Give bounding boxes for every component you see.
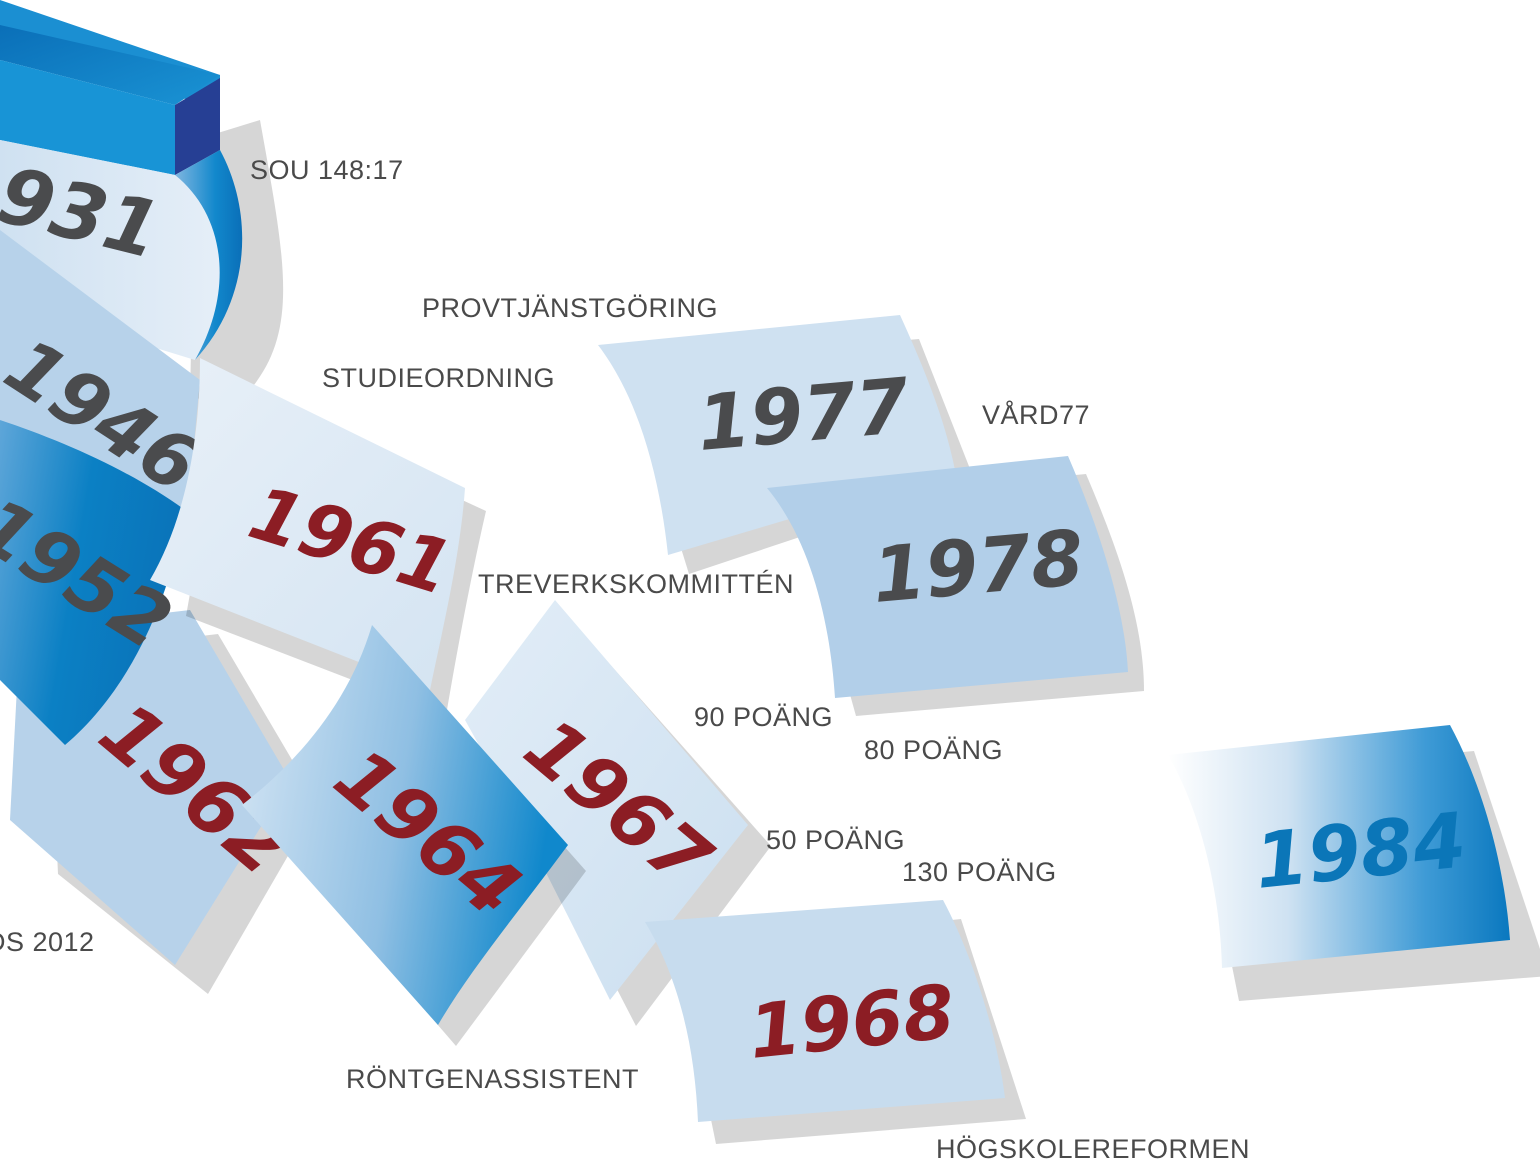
- label-hogskolereformen: HÖGSKOLEREFORMEN: [936, 1134, 1251, 1164]
- year-1984: 1984: [1251, 795, 1471, 906]
- label-treverkskommitten: TREVERKSKOMMITTÉN: [478, 569, 795, 599]
- year-1978: 1978: [869, 513, 1087, 620]
- card-1968: 1968: [645, 900, 1026, 1144]
- card-1961: 1961: [150, 358, 486, 716]
- label-studieordning: STUDIEORDNING: [322, 363, 556, 393]
- label-50-poang: 50 POÄNG: [766, 825, 906, 855]
- label-vard77: VÅRD77: [982, 400, 1091, 430]
- label-ds-2012: DS 2012: [0, 927, 95, 957]
- label-sou-148-17: SOU 148:17: [250, 155, 404, 185]
- card-1964: 1964: [242, 625, 586, 1046]
- label-130-poang: 130 POÄNG: [902, 857, 1057, 887]
- year-1977: 1977: [694, 361, 913, 468]
- card-1984: 1984: [1168, 725, 1540, 1001]
- label-80-poang: 80 POÄNG: [864, 735, 1004, 765]
- year-1968: 1968: [745, 969, 959, 1076]
- label-rontgenassistent: RÖNTGENASSISTENT: [346, 1064, 640, 1094]
- card-1978: 1978: [767, 456, 1144, 716]
- label-provtjanstgoring: PROVTJÄNSTGÖRING: [422, 293, 719, 323]
- label-90-poang: 90 POÄNG: [694, 702, 834, 732]
